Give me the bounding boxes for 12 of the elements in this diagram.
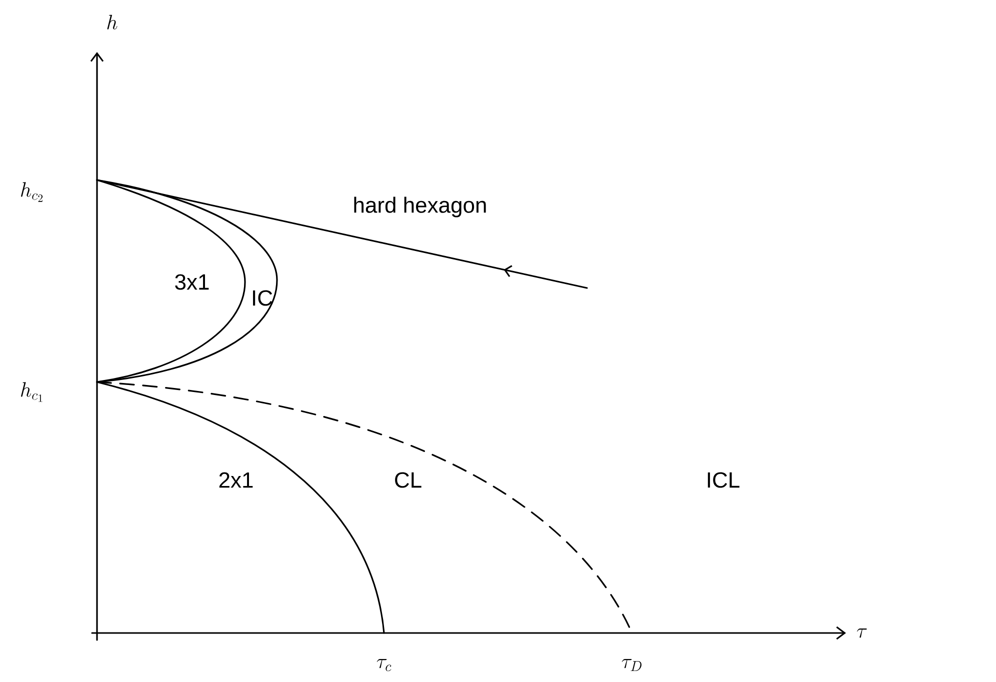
- axis-label: $h$: [107, 14, 118, 30]
- phase-label: 2x1: [219, 472, 253, 488]
- phase-label: IC: [253, 290, 272, 306]
- phase-label: hard hexagon: [354, 196, 486, 218]
- tick-label: $h_{c_1}$: [21, 382, 42, 402]
- tick-label: $\tau_D$: [622, 658, 642, 672]
- tick-label: $\tau_c$: [376, 658, 392, 672]
- tick-label: $h_{c_2}$: [21, 182, 43, 202]
- phase-label: ICL: [708, 472, 740, 488]
- phase-label: CL: [395, 472, 422, 488]
- phase-label: 3x1: [175, 274, 209, 290]
- axis-label: $\tau$: [856, 628, 867, 638]
